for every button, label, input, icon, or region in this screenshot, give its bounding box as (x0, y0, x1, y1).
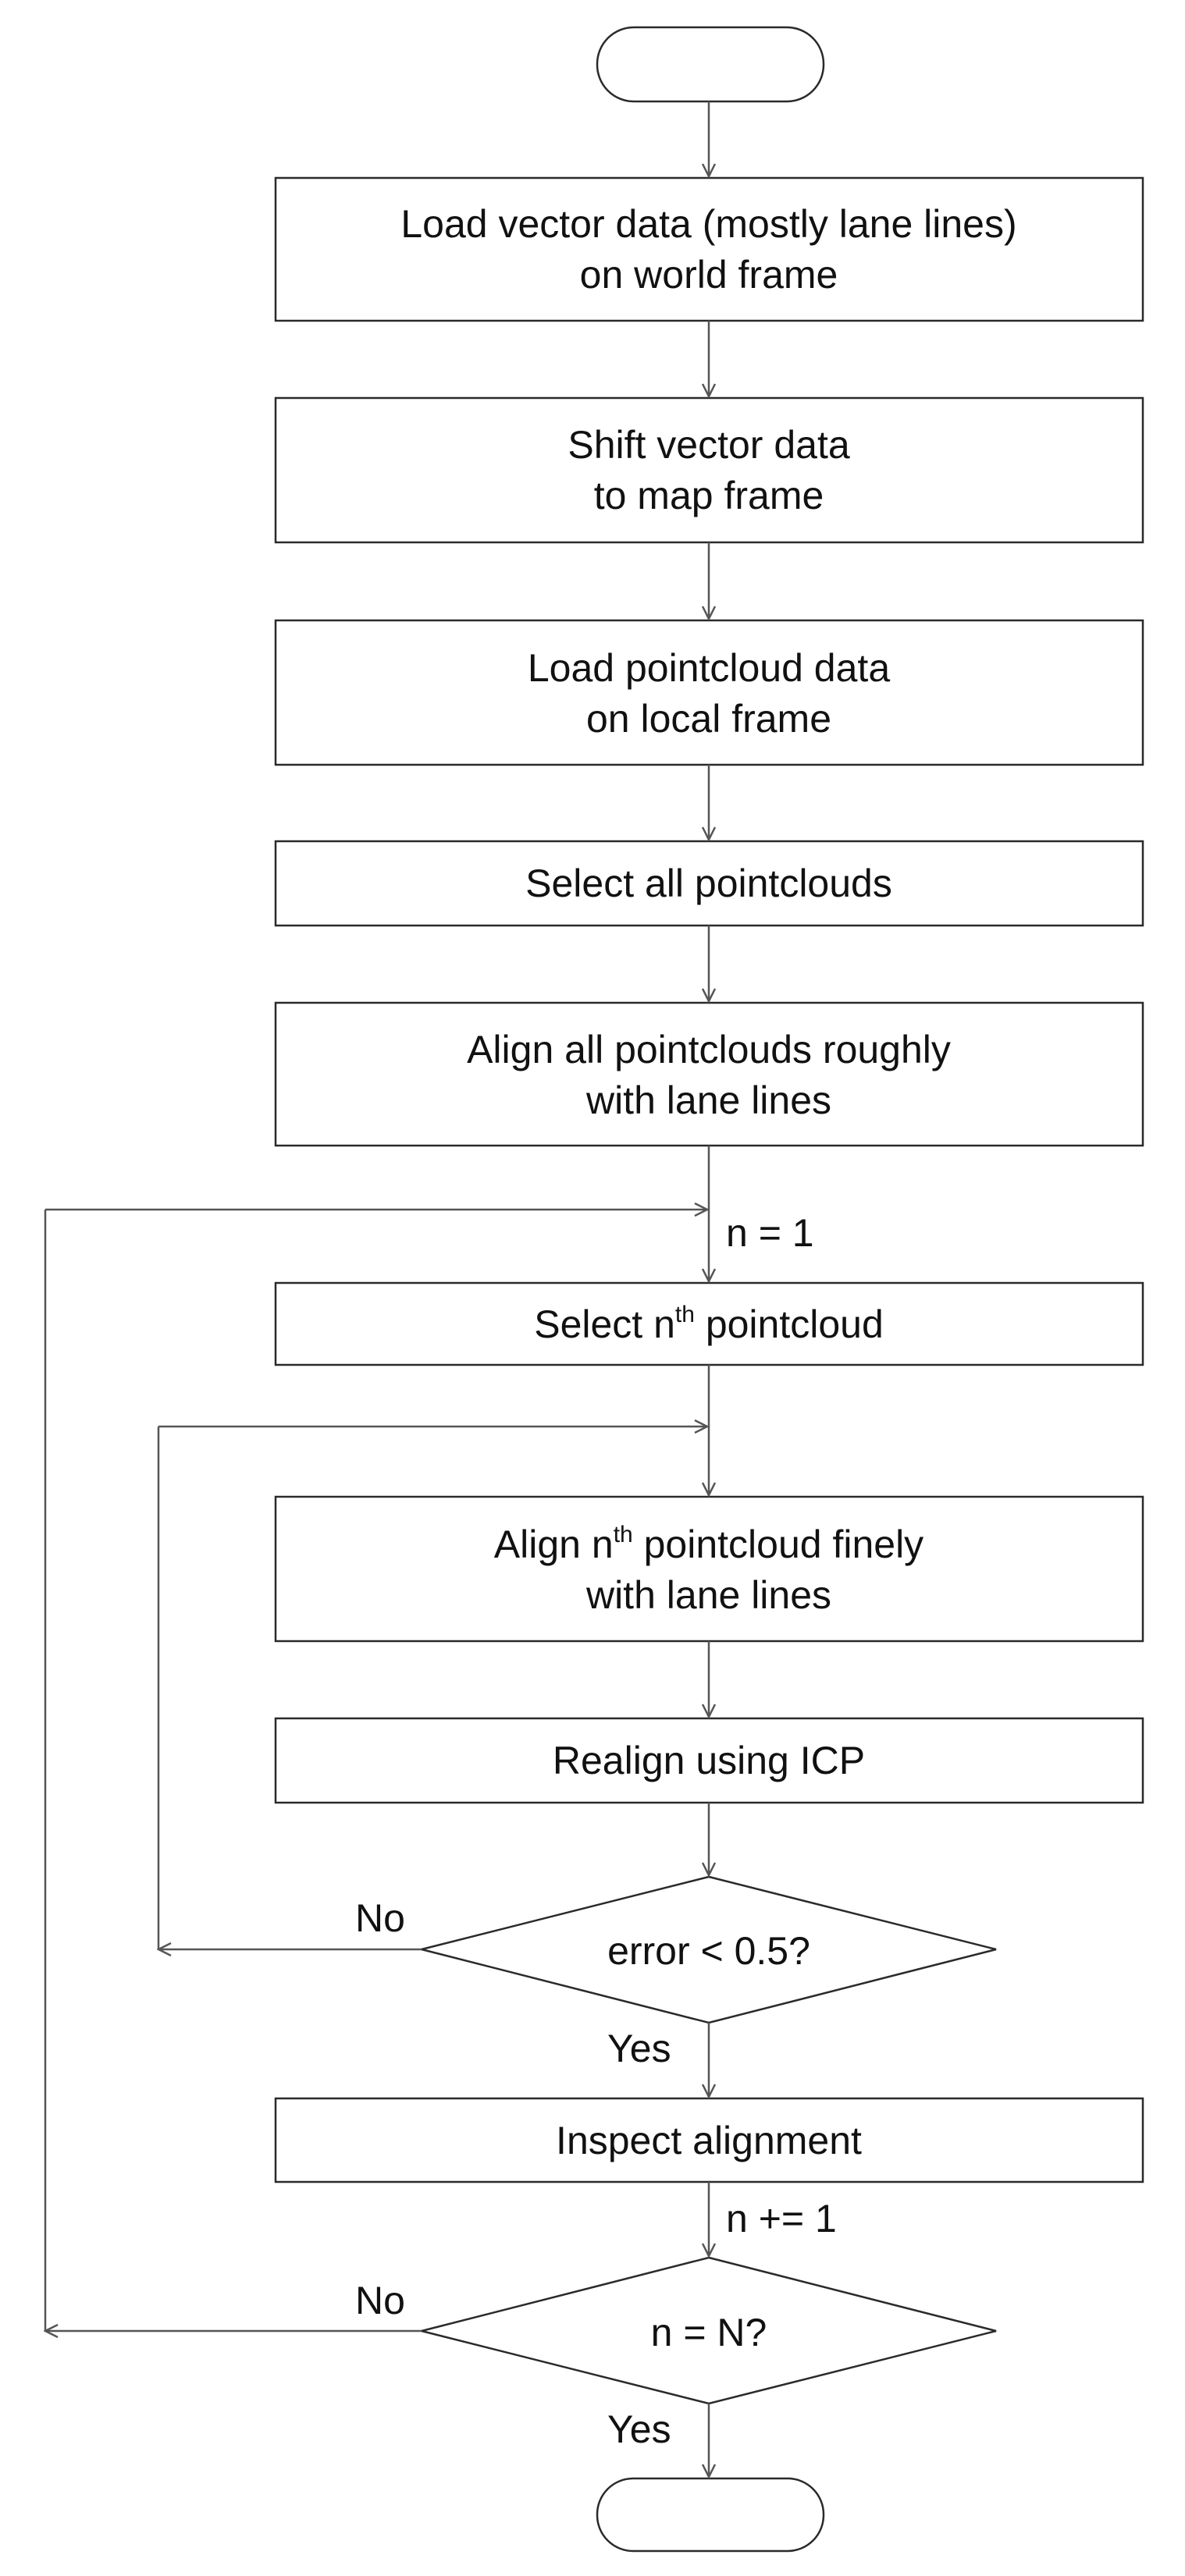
align-finely-sup: th (614, 1522, 633, 1547)
realign-icp-label: Realign using ICP (553, 1739, 865, 1782)
align-finely-after: pointcloud finely (633, 1523, 923, 1566)
shift-vector-data-line1: Shift vector data (568, 423, 849, 467)
select-nth-pointcloud-box (274, 1281, 1144, 1366)
end-terminator (596, 2477, 825, 2553)
inspect-alignment-label: Inspect alignment (556, 2119, 862, 2162)
yes-label-n: Yes (607, 2407, 671, 2451)
select-nth-after: pointcloud (695, 1302, 884, 1346)
error-check-label: error < 0.5? (607, 1929, 810, 1973)
n-increment-label: n += 1 (726, 2197, 837, 2240)
load-vector-data-line2: on world frame (580, 253, 838, 297)
align-finely-line2: with lane lines (585, 1573, 831, 1617)
shift-vector-data-line2: to map frame (594, 474, 824, 517)
align-roughly-line1: Align all pointclouds roughly (467, 1028, 951, 1071)
load-vector-data-line1: Load vector data (mostly lane lines) (400, 202, 1016, 246)
align-roughly-line2: with lane lines (585, 1078, 831, 1122)
select-nth-sup: th (675, 1302, 695, 1327)
align-finely-line1: Align nth pointcloud finely (494, 1522, 923, 1566)
align-finely-box (274, 1495, 1144, 1643)
load-vector-data-box (274, 176, 1144, 322)
no-label-n: No (355, 2279, 405, 2322)
load-pointcloud-data-line1: Load pointcloud data (528, 646, 890, 690)
realign-icp-box (274, 1717, 1144, 1804)
yes-label-error: Yes (607, 2027, 671, 2070)
load-pointcloud-data-box (274, 619, 1144, 766)
inspect-alignment-box (274, 2097, 1144, 2183)
align-finely-before: Align n (494, 1523, 614, 1566)
n-init-label: n = 1 (726, 1211, 814, 1255)
start-terminator (596, 26, 825, 103)
load-pointcloud-data-line2: on local frame (586, 697, 831, 741)
select-nth-before: Select n (534, 1302, 675, 1346)
select-all-pointclouds-label: Select all pointclouds (525, 862, 892, 905)
select-nth-pointcloud-label: Select nth pointcloud (534, 1302, 884, 1346)
shift-vector-data-box (274, 396, 1144, 544)
select-all-pointclouds-box (274, 840, 1144, 927)
n-check-label: n = N? (651, 2311, 767, 2354)
align-roughly-box (274, 1001, 1144, 1147)
no-label-error: No (355, 1896, 405, 1940)
